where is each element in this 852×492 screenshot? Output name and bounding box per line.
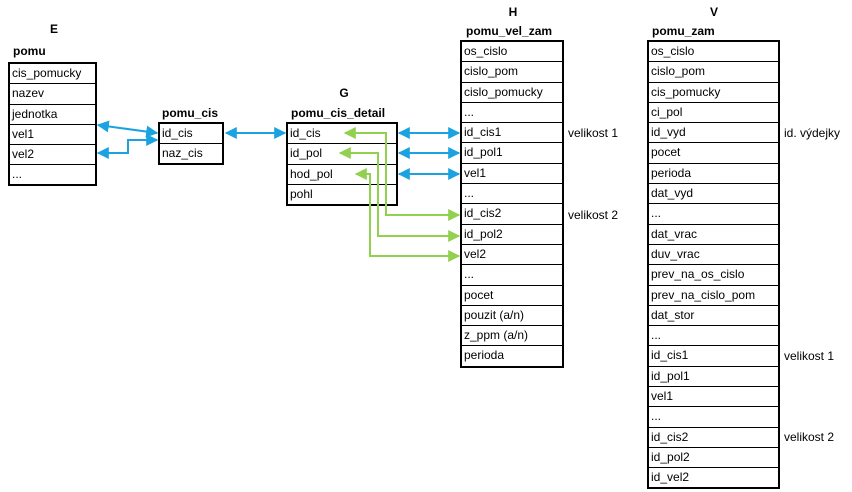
table-row: pouzit (a/n) xyxy=(462,306,562,327)
table-row: ... xyxy=(462,265,562,286)
table-row: pocet xyxy=(462,286,562,306)
table-pomu-cis-detail: id_cis id_pol hod_pol pohl xyxy=(286,122,398,206)
table-row: dat_stor xyxy=(649,306,778,327)
table-pomu-cis: id_cis naz_cis xyxy=(158,122,224,165)
table-row: pohl xyxy=(290,186,313,201)
table-row: id_vel2 xyxy=(651,470,690,485)
table-name-pomu-cis: pomu_cis xyxy=(162,106,219,120)
table-row: vel1 xyxy=(10,125,95,146)
table-row: cislo_pomucky xyxy=(462,83,562,103)
table-pomu-vel-zam: os_cislo cislo_pom cislo_pomucky ... id_… xyxy=(460,40,564,368)
table-name-pomu-zam: pomu_zam xyxy=(652,24,715,38)
table-row: cis_pomucky xyxy=(10,64,95,85)
note-id-vydejky: id. výdejky xyxy=(784,126,841,140)
table-row: z_ppm (a/n) xyxy=(462,326,562,347)
table-name-pomu: pomu xyxy=(13,44,46,58)
table-row: nazev xyxy=(10,84,95,105)
table-row: cislo_pom xyxy=(462,62,562,83)
table-row: vel2 xyxy=(462,245,562,266)
table-row: prev_na_cislo_pom xyxy=(649,286,778,306)
table-row: os_cislo xyxy=(462,42,562,63)
table-row: ... xyxy=(649,204,778,225)
table-row: ci_pol xyxy=(649,103,778,124)
table-letter-v: V xyxy=(709,5,718,19)
table-pomu: cis_pomucky nazev jednotka vel1 vel2 ... xyxy=(8,62,97,186)
table-row: ... xyxy=(649,407,778,428)
table-row: pocet xyxy=(649,143,778,164)
table-row: ... xyxy=(462,103,562,124)
table-row: perioda xyxy=(649,164,778,185)
table-row: id_pol2 xyxy=(649,448,778,469)
table-row: prev_na_os_cislo xyxy=(649,265,778,286)
table-name-pomu-cis-detail: pomu_cis_detail xyxy=(291,106,386,120)
table-row: id_pol2 xyxy=(462,225,562,245)
table-name-pomu-vel-zam: pomu_vel_zam xyxy=(466,24,553,38)
table-row: dat_vrac xyxy=(649,225,778,245)
table-row: id_vyd xyxy=(649,123,778,144)
table-row: id_cis1 xyxy=(649,346,778,367)
table-row: ... xyxy=(12,167,23,182)
table-row: perioda xyxy=(464,348,505,363)
table-row: vel1 xyxy=(649,387,778,408)
note-velikost-1-v: velikost 1 xyxy=(784,349,835,363)
table-row: id_pol xyxy=(288,144,396,165)
table-row: vel2 xyxy=(10,145,95,166)
table-row: ... xyxy=(649,326,778,347)
link-vel2-idcis xyxy=(96,134,159,159)
note-velikost-1-h: velikost 1 xyxy=(568,126,619,140)
table-row: duv_vrac xyxy=(649,245,778,266)
table-row: jednotka xyxy=(10,105,95,125)
table-row: cislo_pom xyxy=(649,62,778,83)
table-letter-e: E xyxy=(49,22,58,36)
table-row: os_cislo xyxy=(649,42,778,63)
table-row: hod_pol xyxy=(288,165,396,185)
table-row: id_cis xyxy=(288,124,396,145)
table-row: cis_pomucky xyxy=(649,83,778,103)
table-row: vel1 xyxy=(462,164,562,185)
table-row: id_cis1 xyxy=(462,123,562,144)
table-letter-g: G xyxy=(339,86,349,100)
table-row: id_cis2 xyxy=(462,204,562,225)
table-row: id_cis xyxy=(160,124,222,145)
note-velikost-2-v: velikost 2 xyxy=(784,430,835,444)
note-velikost-2-h: velikost 2 xyxy=(568,208,619,222)
link-vel1-idcis xyxy=(96,120,159,138)
table-letter-h: H xyxy=(508,5,518,19)
table-row: id_pol1 xyxy=(649,367,778,388)
table-row: id_pol1 xyxy=(462,143,562,164)
table-row: naz_cis xyxy=(162,146,203,161)
table-pomu-zam: os_cislo cislo_pom cis_pomucky ci_pol id… xyxy=(647,40,780,489)
table-row: ... xyxy=(462,184,562,205)
table-row: dat_vyd xyxy=(649,184,778,205)
table-row: id_cis2 xyxy=(649,428,778,448)
